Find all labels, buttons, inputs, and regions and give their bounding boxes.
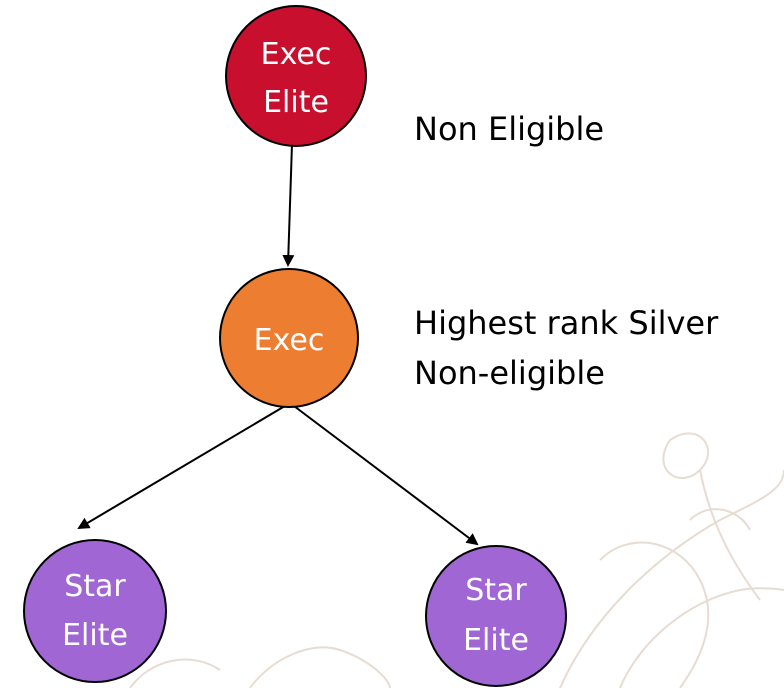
edge-exec-elite-to-exec xyxy=(282,143,295,267)
side-labels: Non Eligible Highest rank Silver Non-eli… xyxy=(414,110,719,392)
node-star-elite-left: Star Elite xyxy=(23,539,167,683)
node-star-elite-right-label-line1: Star xyxy=(465,573,527,608)
node-exec-elite-label-line1: Exec xyxy=(261,37,332,72)
edge-exec-to-star-elite-left xyxy=(77,402,291,530)
edge-exec-to-star-elite-right xyxy=(289,402,479,546)
node-star-elite-right-circle xyxy=(425,545,567,687)
node-star-elite-left-circle xyxy=(23,539,167,683)
background-floral-pattern xyxy=(129,432,784,688)
label-highest-rank-silver: Highest rank Silver xyxy=(414,304,719,342)
node-exec-elite-circle xyxy=(225,5,367,147)
node-exec-elite-label-line2: Elite xyxy=(263,85,329,120)
node-exec-circle xyxy=(219,268,359,408)
node-exec: Exec xyxy=(219,268,359,408)
node-exec-elite: Exec Elite xyxy=(225,5,367,147)
label-non-eligible-middle: Non-eligible xyxy=(414,354,605,392)
node-exec-label: Exec xyxy=(254,323,325,358)
node-star-elite-right-label-line2: Elite xyxy=(463,623,529,658)
node-star-elite-left-label-line2: Elite xyxy=(62,618,128,653)
label-non-eligible-top: Non Eligible xyxy=(414,110,604,148)
node-star-elite-left-label-line1: Star xyxy=(64,569,126,604)
node-star-elite-right: Star Elite xyxy=(425,545,567,687)
edges xyxy=(77,143,479,546)
